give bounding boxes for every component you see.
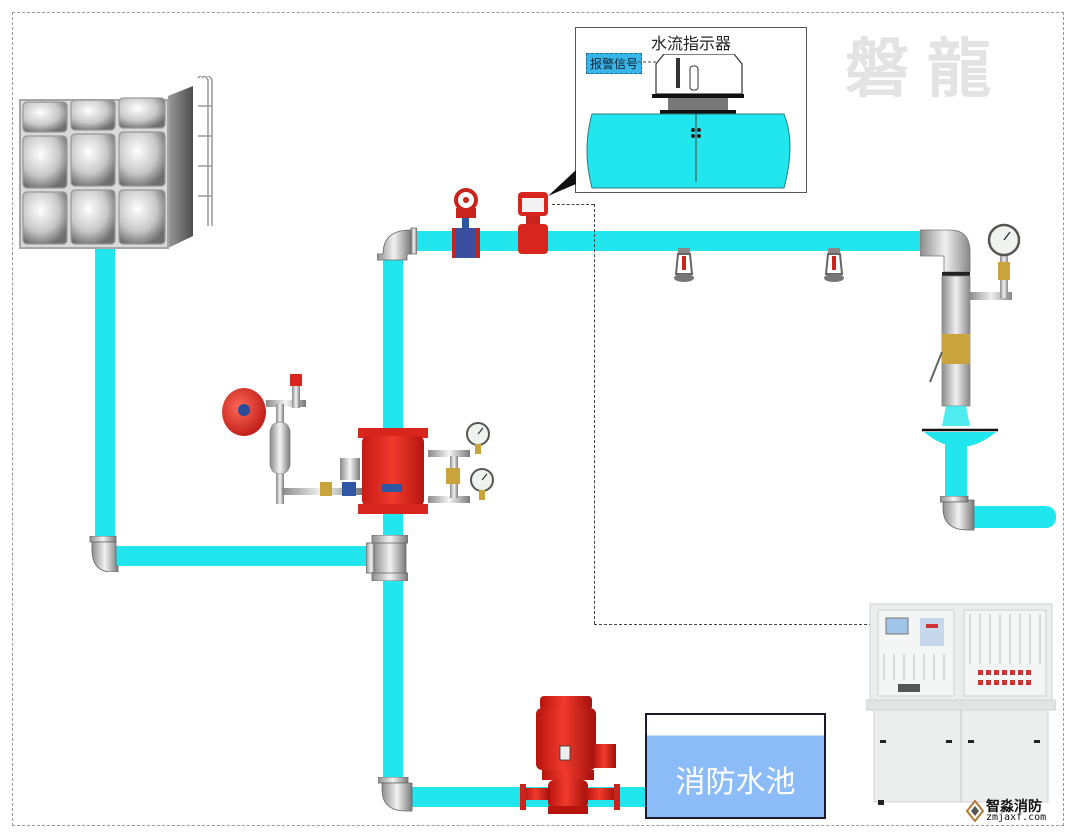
elbow-fitting-drain — [940, 496, 975, 531]
end-test-device — [920, 223, 1021, 447]
alarm-signal-tag: 报警信号 — [586, 53, 643, 74]
flow-indicator-detail — [586, 54, 791, 189]
fire-water-pool: 消防水池 — [645, 713, 826, 819]
signal-line-top — [552, 204, 594, 205]
fire-alarm-control-panel — [866, 603, 1056, 805]
pipe-drain-vertical — [945, 440, 967, 506]
signal-butterfly-valve — [452, 188, 480, 258]
pressure-gauge-lower — [470, 468, 494, 500]
pressure-gauge-end — [987, 223, 1021, 257]
callout-pointer — [548, 170, 576, 196]
sprinkler-head — [674, 248, 694, 282]
signal-line-vertical — [594, 204, 595, 624]
elbow-fitting-riser-top — [377, 227, 417, 261]
retarding-chamber — [269, 421, 291, 475]
sprinkler-head — [824, 248, 844, 282]
fire-pump — [520, 696, 620, 814]
water-motor-gong — [222, 388, 266, 436]
elevated-water-tank — [19, 76, 213, 249]
elbow-fitting-pump-line — [378, 777, 413, 812]
brand-logo-icon — [966, 800, 984, 822]
brand-name: 智淼消防 — [986, 799, 1042, 815]
tee-fitting — [366, 535, 408, 581]
alarm-valve-group — [222, 374, 494, 514]
pipe-riser-lower — [383, 578, 403, 778]
signal-line-bottom — [594, 624, 872, 625]
callout-title: 水流指示器 — [650, 34, 731, 53]
alarm-check-valve — [358, 428, 428, 514]
pipe-tank-down — [95, 248, 115, 546]
drain-funnel — [922, 428, 998, 447]
pipe-main-horizontal — [410, 231, 930, 251]
pool-label: 消防水池 — [675, 765, 796, 800]
water-flow-indicator — [518, 192, 548, 254]
diagram-frame — [12, 12, 1064, 826]
flow-indicator-callout: 水流指示器 报警信号 — [575, 27, 807, 193]
brand-url: zmjaxf.com — [986, 812, 1047, 823]
watermark: 磐龍 — [845, 32, 1009, 107]
pressure-gauge-upper — [466, 422, 490, 454]
elbow-fitting-tank — [89, 536, 119, 572]
pipe-drain-horizontal — [970, 506, 1056, 528]
pipe-tank-horizontal — [110, 546, 375, 566]
